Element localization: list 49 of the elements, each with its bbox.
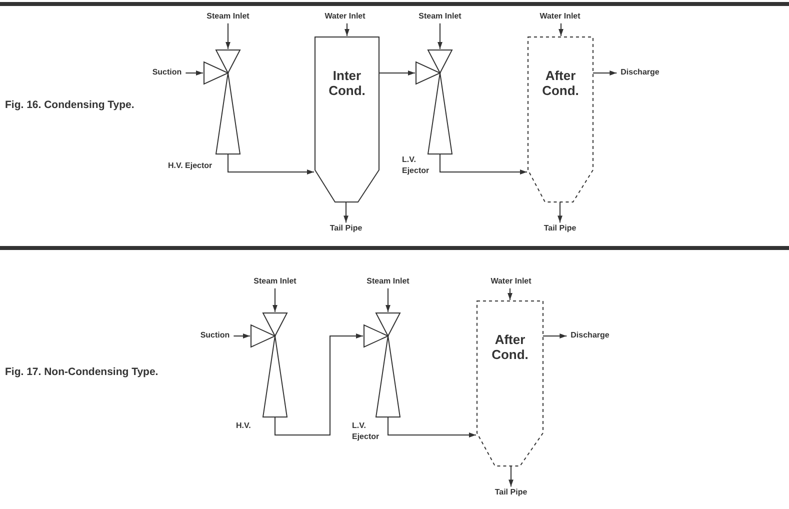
figure-caption: Fig. 17. Non-Condensing Type. bbox=[5, 366, 158, 378]
flow-arrow bbox=[344, 202, 348, 224]
flow-label: Water Inlet bbox=[540, 12, 580, 22]
vessel-label: After Cond. bbox=[541, 69, 580, 99]
condenser-vessel bbox=[315, 37, 379, 202]
ejector-caption: L.V. Ejector bbox=[352, 420, 380, 442]
ejector-caption: H.V. Ejector bbox=[168, 160, 214, 172]
flow-arrow bbox=[228, 154, 314, 174]
flow-arrow bbox=[558, 22, 564, 36]
ejector-caption: L.V. Ejector bbox=[402, 154, 430, 176]
figure-caption: Fig. 16. Condensing Type. bbox=[5, 99, 134, 111]
ejector-symbol bbox=[415, 50, 453, 154]
flow-arrow bbox=[274, 334, 364, 436]
flow-arrow bbox=[233, 334, 250, 338]
flow-arrow bbox=[508, 466, 514, 488]
vessel-label: Inter Cond. bbox=[328, 69, 366, 99]
flow-arrow bbox=[558, 202, 562, 224]
ejector-caption: H.V. bbox=[236, 420, 252, 432]
flow-label: Water Inlet bbox=[490, 278, 532, 286]
flow-label: Suction bbox=[152, 68, 182, 78]
ejector-symbol bbox=[250, 313, 288, 417]
flow-arrow bbox=[440, 154, 528, 174]
flow-arrow bbox=[185, 70, 204, 76]
flow-arrow bbox=[226, 22, 230, 50]
flow-label: Tail Pipe bbox=[494, 488, 528, 498]
flow-arrow bbox=[388, 416, 476, 438]
ejector-symbol bbox=[203, 50, 241, 154]
flow-arrow bbox=[438, 22, 442, 50]
flow-label: Steam Inlet bbox=[366, 278, 410, 286]
flow-label: Discharge bbox=[570, 332, 610, 340]
flow-arrow bbox=[386, 288, 390, 312]
vessel-label: After Cond. bbox=[490, 333, 530, 363]
ejector-symbol bbox=[363, 313, 401, 417]
flow-arrow bbox=[344, 22, 350, 36]
flow-label: Tail Pipe bbox=[330, 224, 362, 234]
flow-label: Steam Inlet bbox=[418, 12, 462, 22]
flow-arrow bbox=[542, 334, 568, 338]
flow-label: Discharge bbox=[620, 68, 660, 78]
flow-arrow bbox=[272, 288, 278, 312]
flow-arrow bbox=[592, 70, 618, 76]
flow-label: Tail Pipe bbox=[544, 224, 576, 234]
flow-label: Steam Inlet bbox=[206, 12, 250, 22]
condenser-vessel bbox=[528, 37, 593, 202]
condenser-vessel bbox=[477, 301, 543, 466]
flow-label: Steam Inlet bbox=[254, 278, 296, 286]
flow-label: Water Inlet bbox=[324, 12, 366, 22]
flow-label: Suction bbox=[200, 332, 230, 340]
flow-arrow bbox=[508, 288, 512, 300]
flow-arrow bbox=[378, 70, 416, 76]
